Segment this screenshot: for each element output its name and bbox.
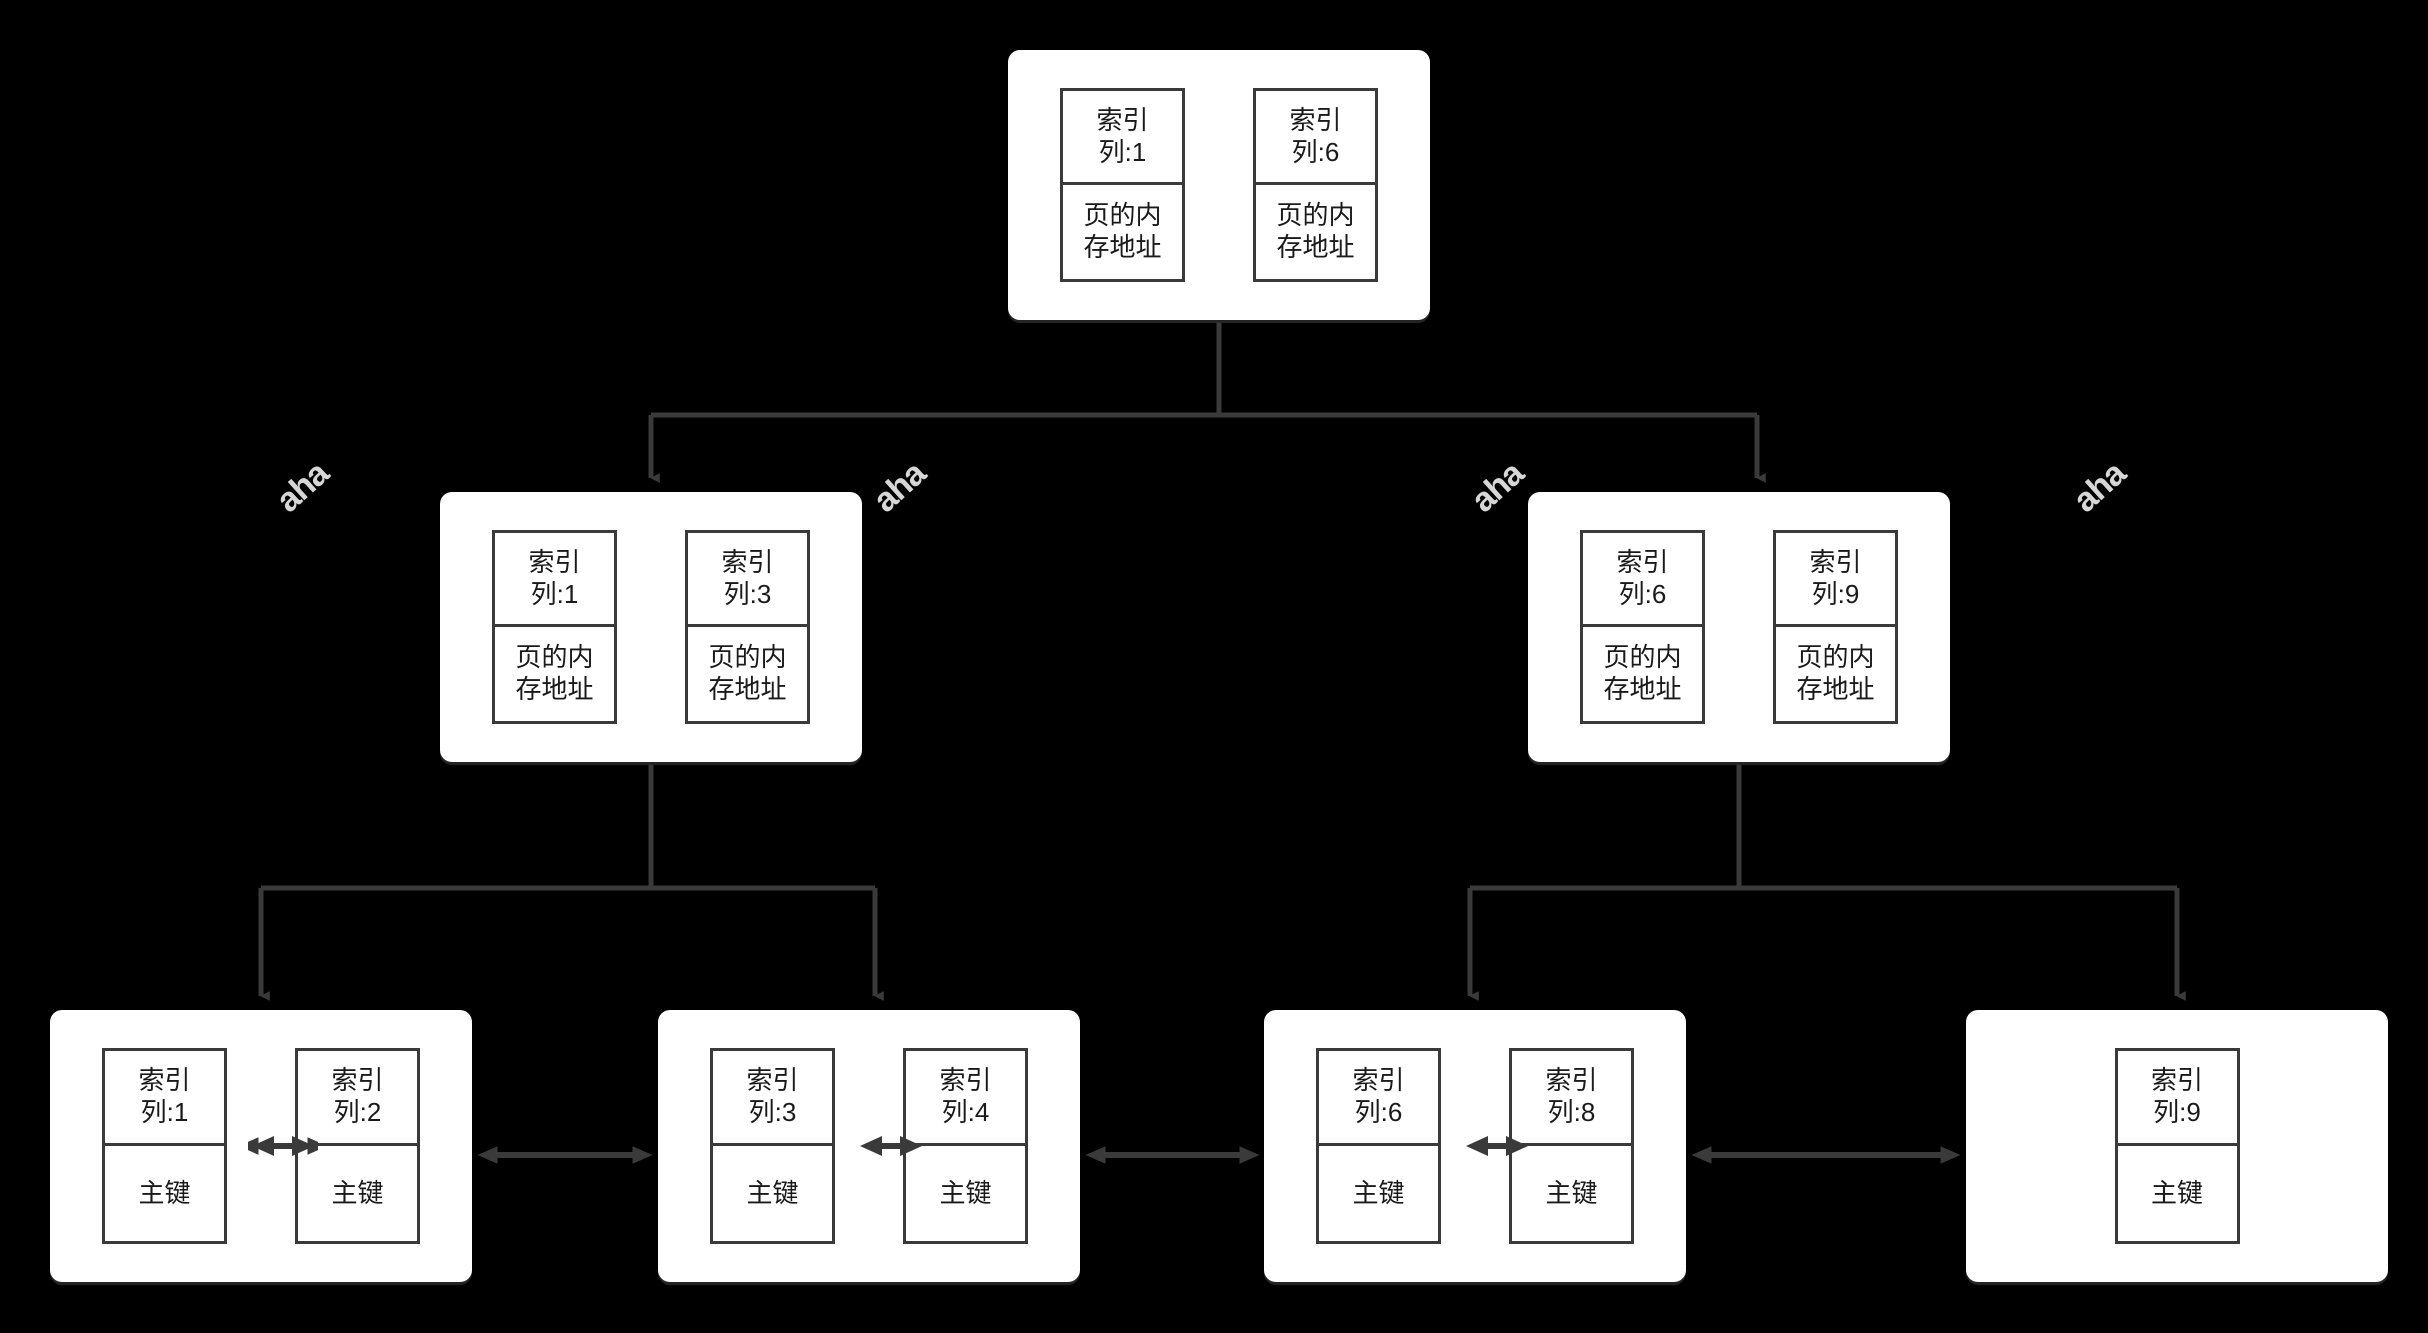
primary-key-label: 主键 bbox=[1352, 1177, 1405, 1208]
edge-internal-right-to-leaves bbox=[1467, 764, 2186, 1001]
page-address-label: 页的内 存地址 bbox=[1796, 642, 1875, 704]
index-key-label: 索引 列:1 bbox=[1063, 91, 1182, 185]
index-cell[interactable]: 索引 列:6 页的内 存地址 bbox=[1253, 88, 1378, 282]
index-cell[interactable]: 索引 列:1 页的内 存地址 bbox=[492, 530, 617, 724]
root-node[interactable]: 索引 列:1 页的内 存地址 索引 列:6 页的内 存地址 bbox=[1008, 50, 1430, 320]
index-key-label: 索引 列:1 bbox=[495, 533, 614, 627]
page-address-label: 页的内 存地址 bbox=[515, 642, 594, 704]
watermark-aha-2: aha bbox=[866, 454, 933, 520]
primary-key-label: 主键 bbox=[746, 1177, 799, 1208]
index-key-label: 索引 列:2 bbox=[298, 1051, 417, 1146]
watermark-aha-4: aha bbox=[2066, 454, 2133, 520]
edge-root-to-internal bbox=[648, 322, 1766, 483]
index-cell[interactable]: 索引 列:6 主键 bbox=[1316, 1048, 1441, 1244]
index-key-label: 索引 列:1 bbox=[105, 1051, 224, 1146]
index-key-label: 索引 列:4 bbox=[906, 1051, 1025, 1146]
index-cell[interactable]: 索引 列:1 主键 bbox=[102, 1048, 227, 1244]
primary-key-label: 主键 bbox=[331, 1177, 384, 1208]
primary-key-label: 主键 bbox=[138, 1177, 191, 1208]
leaf-node-1[interactable]: 索引 列:1 主键 索引 列:2 主键 bbox=[50, 1010, 472, 1282]
index-cell[interactable]: 索引 列:1 页的内 存地址 bbox=[1060, 88, 1185, 282]
page-address-label: 页的内 存地址 bbox=[1603, 642, 1682, 704]
edge-internal-left-to-leaves bbox=[258, 764, 884, 1001]
leaf-node-2[interactable]: 索引 列:3 主键 索引 列:4 主键 bbox=[658, 1010, 1080, 1282]
primary-key-label: 主键 bbox=[2150, 1177, 2203, 1208]
watermark-aha-3: aha bbox=[1464, 454, 1531, 520]
index-key-label: 索引 列:3 bbox=[688, 533, 807, 627]
primary-key-label: 主键 bbox=[1545, 1177, 1598, 1208]
index-cell[interactable]: 索引 列:3 页的内 存地址 bbox=[685, 530, 810, 724]
index-cell[interactable]: 索引 列:9 页的内 存地址 bbox=[1773, 530, 1898, 724]
index-cell[interactable]: 索引 列:2 主键 bbox=[295, 1048, 420, 1244]
leaf-node-3[interactable]: 索引 列:6 主键 索引 列:8 主键 bbox=[1264, 1010, 1686, 1282]
page-address-label: 页的内 存地址 bbox=[1276, 200, 1355, 262]
index-key-label: 索引 列:3 bbox=[713, 1051, 832, 1146]
page-address-label: 页的内 存地址 bbox=[708, 642, 787, 704]
index-key-label: 索引 列:6 bbox=[1256, 91, 1375, 185]
index-cell[interactable]: 索引 列:3 主键 bbox=[710, 1048, 835, 1244]
index-key-label: 索引 列:6 bbox=[1319, 1051, 1438, 1146]
index-key-label: 索引 列:9 bbox=[2117, 1051, 2237, 1146]
primary-key-label: 主键 bbox=[939, 1177, 992, 1208]
index-cell[interactable]: 索引 列:8 主键 bbox=[1509, 1048, 1634, 1244]
index-key-label: 索引 列:8 bbox=[1512, 1051, 1631, 1146]
index-key-label: 索引 列:6 bbox=[1583, 533, 1702, 627]
index-key-label: 索引 列:9 bbox=[1776, 533, 1895, 627]
leaf-node-4[interactable]: 索引 列:9 主键 bbox=[1966, 1010, 2388, 1282]
index-cell[interactable]: 索引 列:4 主键 bbox=[903, 1048, 1028, 1244]
index-cell[interactable]: 索引 列:9 主键 bbox=[2114, 1048, 2240, 1244]
internal-node-right[interactable]: 索引 列:6 页的内 存地址 索引 列:9 页的内 存地址 bbox=[1528, 492, 1950, 762]
page-address-label: 页的内 存地址 bbox=[1083, 200, 1162, 262]
watermark-aha-1: aha bbox=[269, 454, 336, 520]
internal-node-left[interactable]: 索引 列:1 页的内 存地址 索引 列:3 页的内 存地址 bbox=[440, 492, 862, 762]
index-cell[interactable]: 索引 列:6 页的内 存地址 bbox=[1580, 530, 1705, 724]
